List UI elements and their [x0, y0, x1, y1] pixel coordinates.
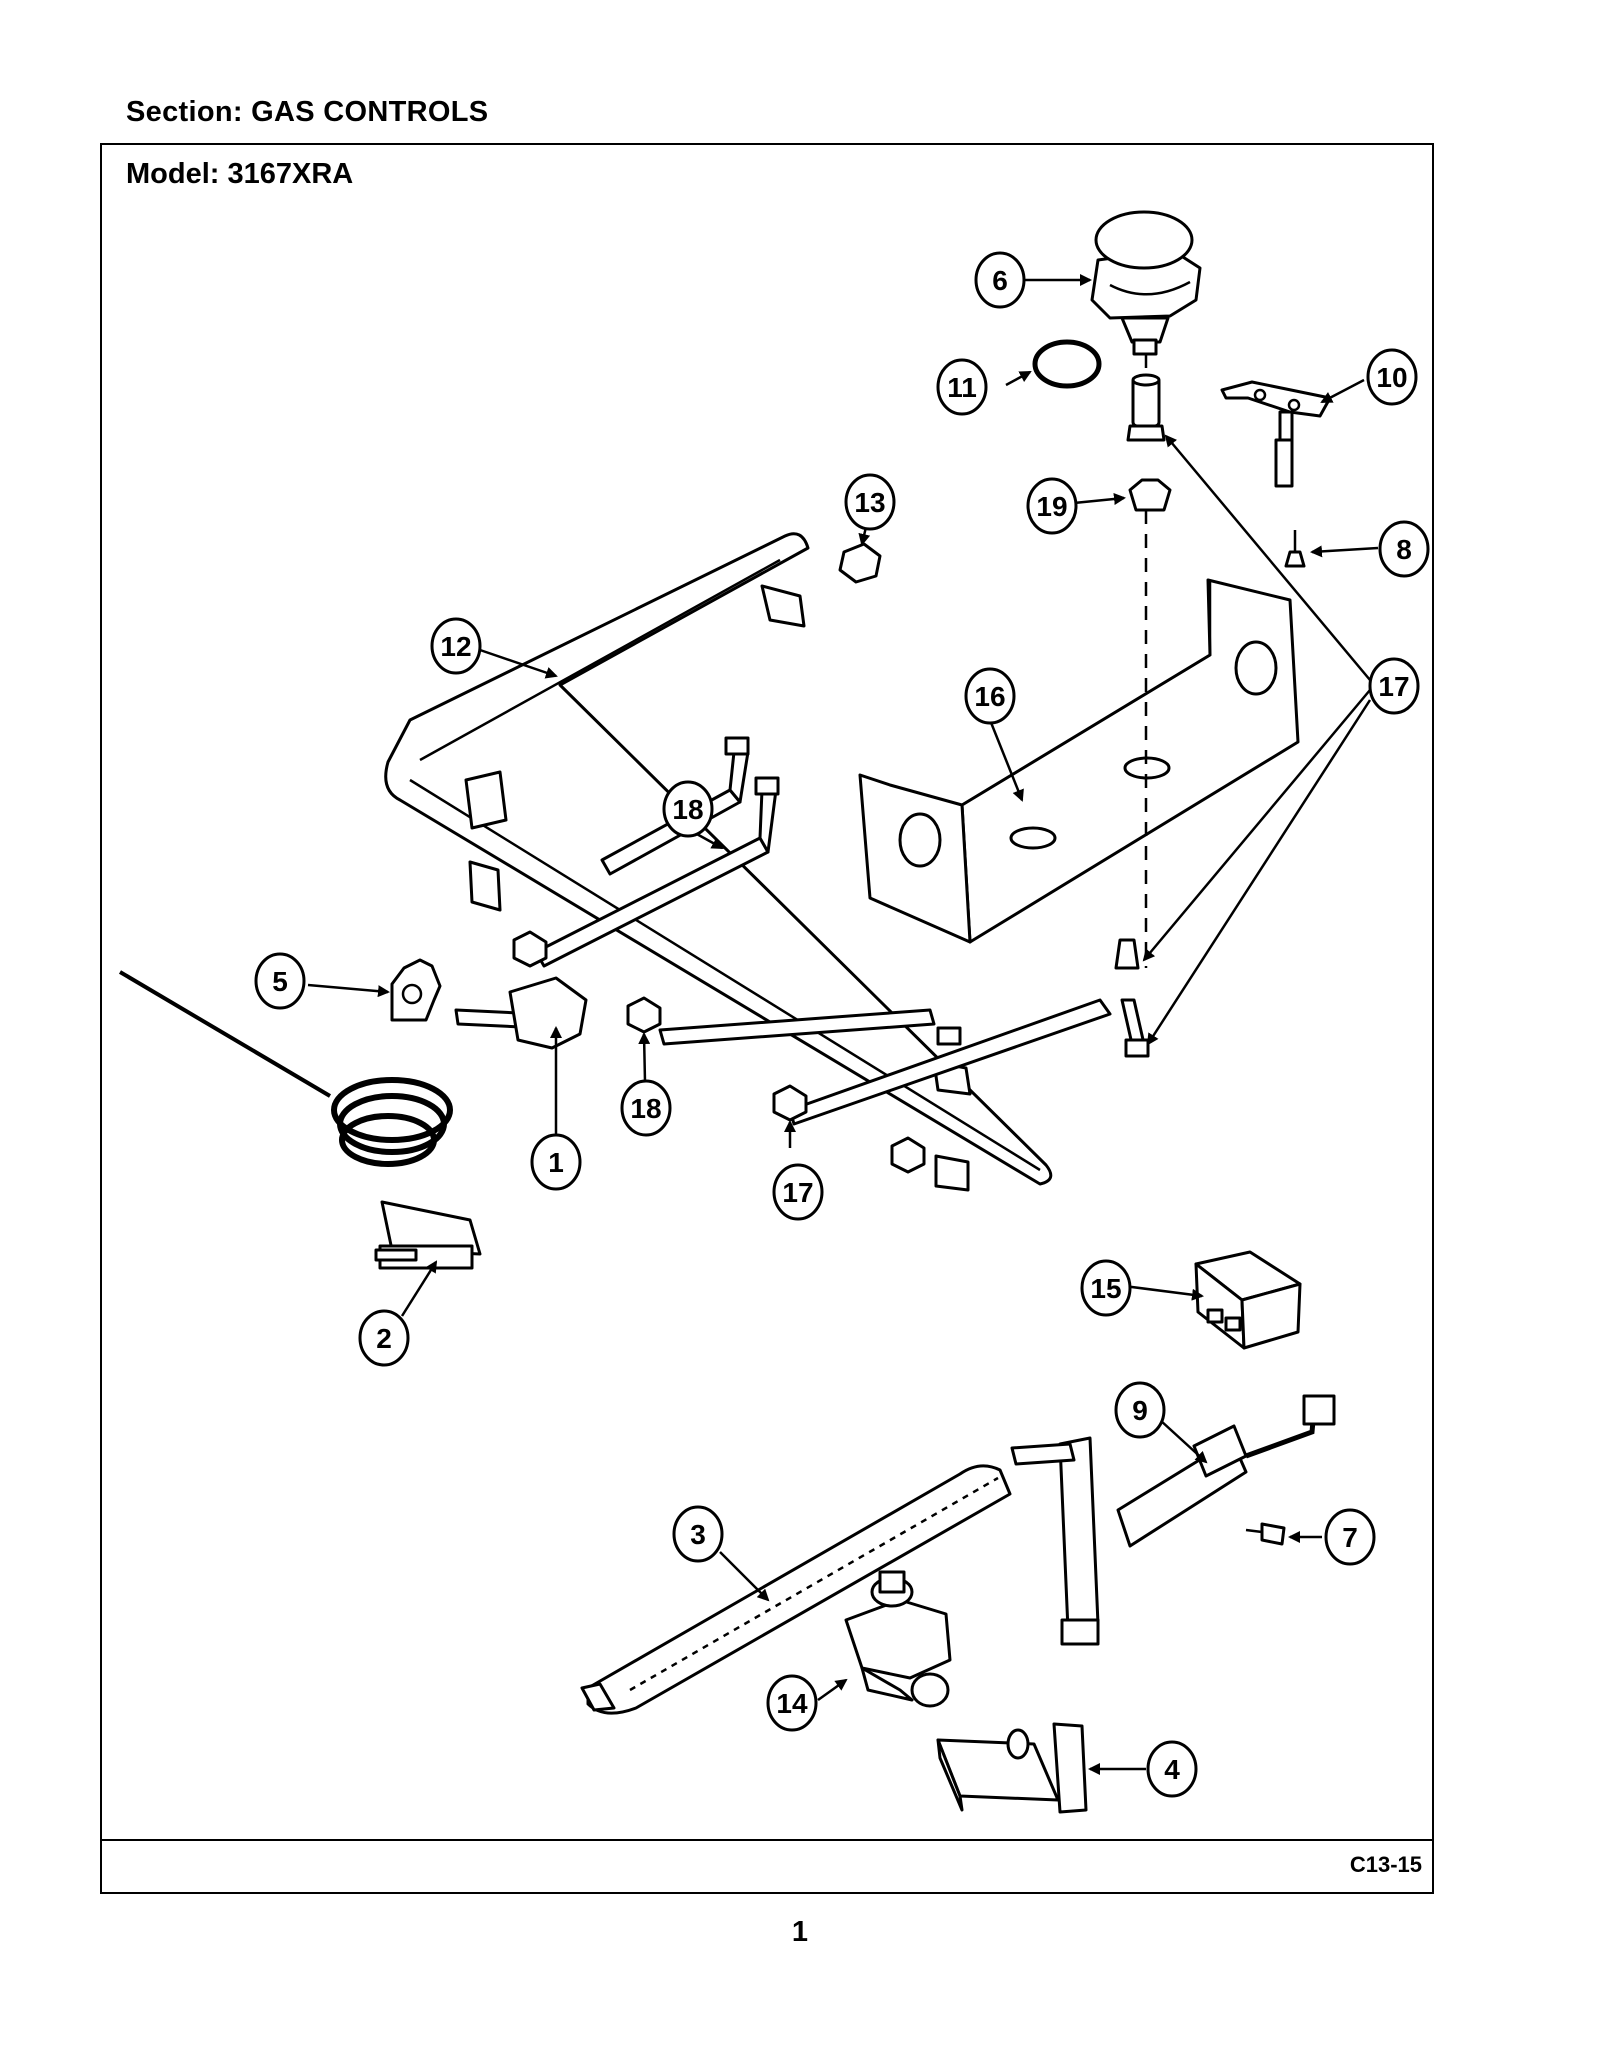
- clip-drawing: [390, 958, 442, 1022]
- tube-nut-drawing: [512, 930, 548, 968]
- callout-16: 16: [964, 667, 1016, 725]
- callout-1: 1: [530, 1133, 582, 1191]
- svg-text:2: 2: [376, 1323, 392, 1354]
- pressure-switch-drawing: [936, 1722, 1088, 1814]
- callout-8: 8: [1378, 520, 1430, 578]
- svg-text:11: 11: [947, 372, 977, 403]
- svg-text:10: 10: [1376, 362, 1407, 393]
- svg-text:14: 14: [776, 1688, 808, 1719]
- bracket-drawing: [858, 578, 1300, 944]
- svg-text:3: 3: [690, 1519, 706, 1550]
- svg-text:7: 7: [1342, 1522, 1358, 1553]
- callout-18-upper: 18: [662, 780, 714, 838]
- svg-text:9: 9: [1132, 1395, 1148, 1426]
- orifice-holder-drawing: [1126, 373, 1166, 442]
- tube-nut-drawing: [772, 1084, 808, 1122]
- burner-tubes-drawing: [534, 736, 1150, 1126]
- callout-18-lower: 18: [620, 1079, 672, 1137]
- svg-text:15: 15: [1090, 1273, 1121, 1304]
- svg-text:13: 13: [854, 487, 885, 518]
- svg-text:6: 6: [992, 265, 1008, 296]
- model-title: Model: 3167XRA: [126, 158, 354, 190]
- diagram-frame: [100, 143, 1434, 1894]
- ignitor-bracket-drawing: [1220, 380, 1332, 488]
- callout-4: 4: [1146, 1740, 1198, 1798]
- svg-text:16: 16: [974, 681, 1005, 712]
- svg-text:1: 1: [548, 1147, 564, 1178]
- valve-drawing: [454, 976, 588, 1050]
- burner-cap-drawing: [1090, 210, 1202, 356]
- tube-nut-drawing: [890, 1136, 926, 1174]
- section-title: Section: GAS CONTROLS: [126, 96, 489, 128]
- footer-divider: [100, 1839, 1434, 1841]
- manifold-clip-drawing: [468, 860, 502, 912]
- callout-17-lower: 17: [772, 1163, 824, 1221]
- callout-12: 12: [430, 617, 482, 675]
- callout-11: 11: [936, 358, 988, 416]
- svg-text:17: 17: [782, 1177, 813, 1208]
- manifold-clip-drawing: [760, 584, 806, 628]
- callout-10: 10: [1366, 348, 1418, 406]
- callout-6: 6: [974, 251, 1026, 309]
- callout-14: 14: [766, 1674, 818, 1732]
- clip-hole: [401, 983, 423, 1005]
- callout-17-upper: 17: [1368, 657, 1420, 715]
- burner-drawing: [580, 1436, 1100, 1715]
- figure-code: C13-15: [1349, 1852, 1422, 1877]
- page-number: 1: [791, 1916, 809, 1948]
- svg-text:8: 8: [1396, 534, 1412, 565]
- callout-15: 15: [1080, 1259, 1132, 1317]
- svg-text:18: 18: [630, 1093, 661, 1124]
- callout-7: 7: [1324, 1508, 1376, 1566]
- callout-9: 9: [1114, 1381, 1166, 1439]
- regulator-drawing: [844, 1570, 952, 1708]
- svg-text:5: 5: [272, 966, 288, 997]
- screw-drawing-small: [1245, 1522, 1286, 1546]
- callout-19: 19: [1026, 477, 1078, 535]
- callout-3: 3: [672, 1505, 724, 1563]
- manifold-clip-drawing: [464, 770, 508, 830]
- fitting-drawing: [838, 542, 882, 584]
- tube-nut-drawing: [626, 996, 662, 1034]
- o-ring-drawing: [1032, 339, 1102, 389]
- spark-module-drawing: [1194, 1250, 1302, 1350]
- screw-drawing: [1284, 530, 1306, 568]
- svg-text:19: 19: [1036, 491, 1067, 522]
- hex-nut-drawing: [1128, 478, 1172, 512]
- callout-5: 5: [254, 952, 306, 1010]
- thermostat-drawing: [118, 970, 482, 1270]
- ignitor-drawing: [1116, 1394, 1336, 1548]
- callout-13: 13: [844, 473, 896, 531]
- svg-text:18: 18: [672, 794, 703, 825]
- svg-text:12: 12: [440, 631, 471, 662]
- svg-text:4: 4: [1164, 1754, 1180, 1785]
- svg-text:17: 17: [1378, 671, 1409, 702]
- callout-2: 2: [358, 1309, 410, 1367]
- manifold-clip-drawing: [934, 1154, 970, 1192]
